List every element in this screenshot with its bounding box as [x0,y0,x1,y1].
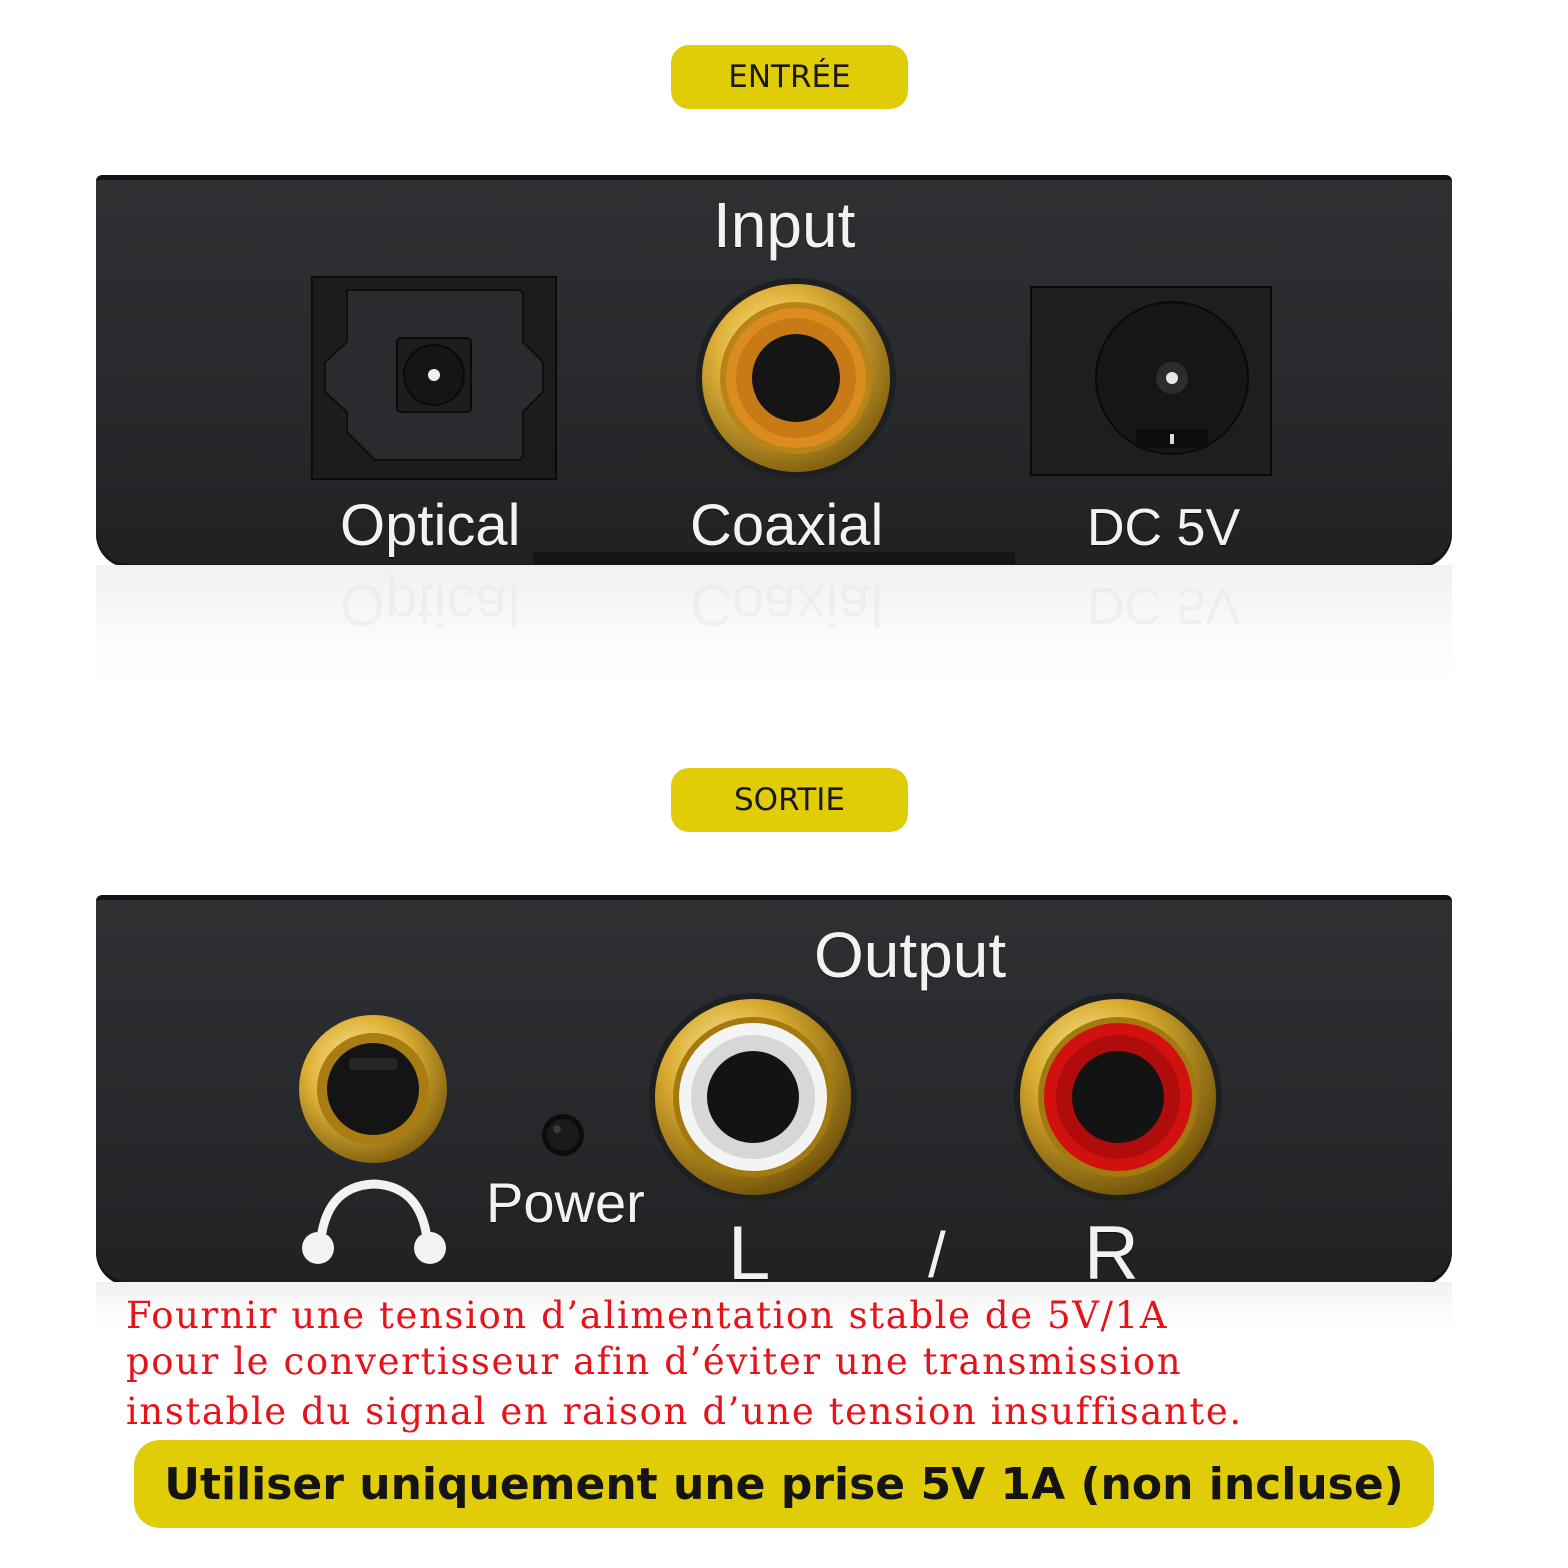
coaxial-port-icon [695,277,897,479]
power-supply-notice: Utiliser uniquement une prise 5V 1A (non… [134,1440,1434,1528]
power-supply-notice-text: Utiliser uniquement une prise 5V 1A (non… [164,1458,1404,1510]
output-section-badge-label: SORTIE [733,782,846,818]
power-label: Power [486,1171,645,1234]
headphone-icon [294,1172,454,1268]
warning-line-3: instable du signal en raison d’une tensi… [126,1390,1243,1433]
input-heading: Input [713,189,856,261]
input-panel: Input [96,175,1452,568]
output-panel: Output Power [96,895,1452,1296]
port-label-coaxial: Coaxial [690,493,884,558]
rca-left-icon [648,992,858,1202]
panel-foot-strip [533,552,1015,564]
port-label-dc: DC 5V [1087,499,1241,557]
optical-port-icon [311,276,557,480]
reflection-coaxial: Coaxial [690,572,884,637]
channel-separator: / [928,1219,946,1291]
port-label-optical: Optical [340,493,521,558]
output-heading: Output [814,919,1007,991]
input-section-badge: ENTRÉE [671,45,908,109]
output-reflection [96,1282,1452,1332]
right-channel-label: R [1084,1211,1139,1296]
input-reflection: Optical Coaxial DC 5V [96,565,1452,685]
reflection-dc: DC 5V [1087,576,1241,634]
warning-line-1: Fournir une tension d’alimentation stabl… [126,1294,1169,1337]
dc-jack-icon [1030,286,1272,476]
power-led-icon [540,1112,586,1158]
output-section-badge: SORTIE [671,768,908,832]
left-channel-label: L [728,1211,771,1296]
headphone-jack-icon [298,1014,448,1164]
input-section-badge-label: ENTRÉE [728,59,851,95]
reflection-optical: Optical [340,572,521,637]
warning-line-2: pour le convertisseur afin d’éviter une … [126,1340,1183,1383]
rca-right-icon [1013,992,1223,1202]
